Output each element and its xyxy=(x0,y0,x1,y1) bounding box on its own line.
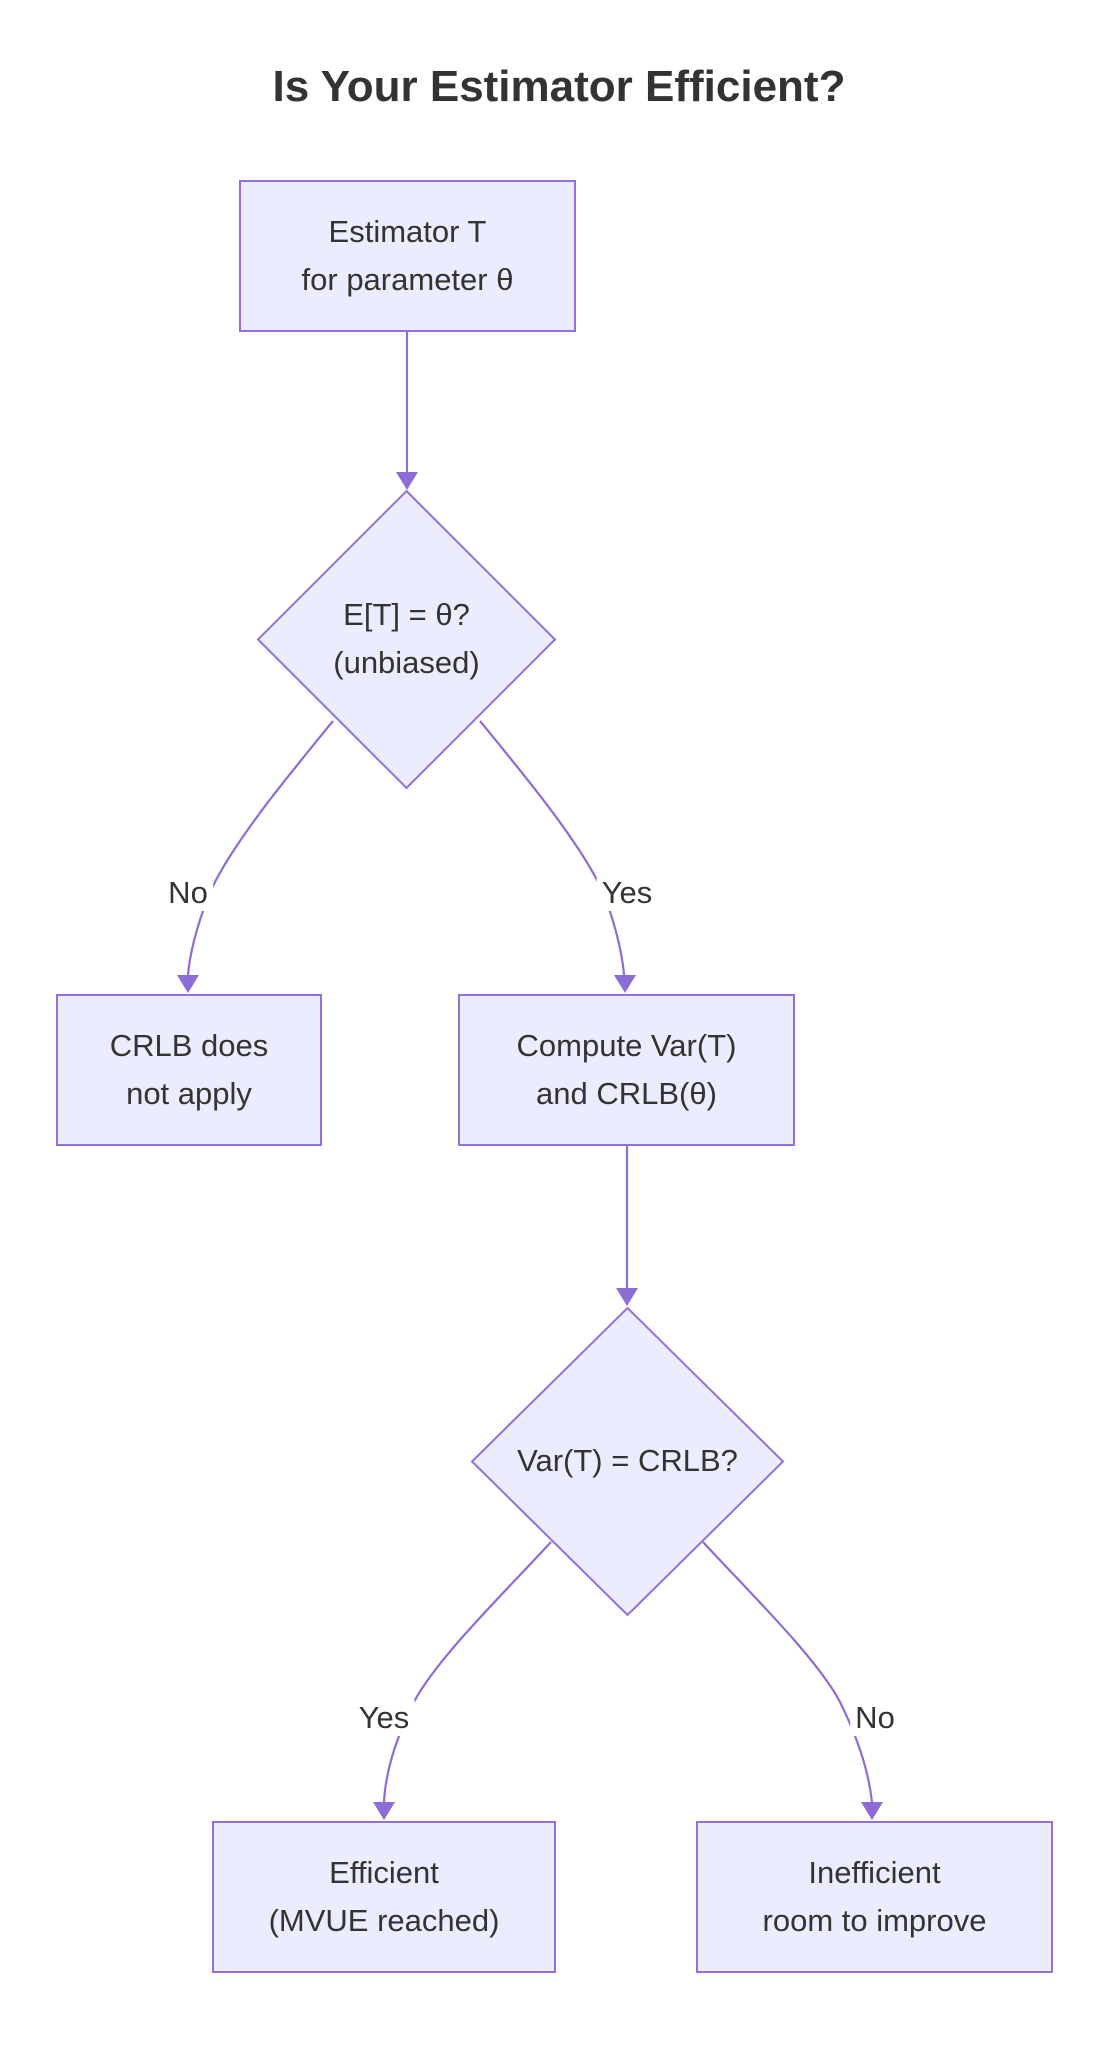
node-inefficient: Inefficient room to improve xyxy=(696,1821,1053,1973)
decision-var-crlb-line1: Var(T) = CRLB? xyxy=(517,1443,738,1478)
diagram-title: Is Your Estimator Efficient? xyxy=(272,62,846,111)
arrowhead-into-compute xyxy=(614,975,636,993)
edge-label-var-yes: Yes xyxy=(353,1700,415,1736)
node-inefficient-line2: room to improve xyxy=(762,1903,987,1938)
decision-diamond-var-crlb xyxy=(470,1306,785,1617)
node-compute-line1: Compute Var(T) xyxy=(516,1028,737,1063)
node-crlb-not-apply-line1: CRLB does xyxy=(109,1028,269,1063)
edge-label-unbiased-yes: Yes xyxy=(596,875,658,911)
arrowhead-into-var-check xyxy=(616,1288,638,1306)
node-crlb-not-apply-line2: not apply xyxy=(126,1076,252,1111)
node-estimator: Estimator T for parameter θ xyxy=(239,180,576,332)
node-compute-line2: and CRLB(θ) xyxy=(536,1076,717,1111)
node-efficient-line1: Efficient xyxy=(329,1855,439,1890)
edge-var-no-to-inefficient xyxy=(702,1541,874,1803)
edge-unbiased-yes-to-compute xyxy=(479,720,626,976)
node-inefficient-line1: Inefficient xyxy=(808,1855,941,1890)
arrowhead-into-crlb-na xyxy=(177,975,199,993)
node-estimator-line1: Estimator T xyxy=(328,214,487,249)
decision-unbiased-line1: E[T] = θ? xyxy=(343,597,470,632)
decision-unbiased-label: E[T] = θ? (unbiased) xyxy=(266,591,547,687)
arrowhead-into-inefficient xyxy=(861,1802,883,1820)
arrowhead-into-efficient xyxy=(373,1802,395,1820)
node-compute-var-crlb: Compute Var(T) and CRLB(θ) xyxy=(458,994,795,1146)
node-crlb-not-apply: CRLB does not apply xyxy=(56,994,322,1146)
edge-label-unbiased-no: No xyxy=(163,875,213,911)
edge-var-yes-to-efficient xyxy=(382,1541,552,1803)
node-efficient: Efficient (MVUE reached) xyxy=(212,1821,556,1973)
arrowhead-into-unbiased xyxy=(396,472,418,490)
decision-diamond-unbiased xyxy=(256,489,557,790)
node-estimator-line2: for parameter θ xyxy=(301,262,514,297)
edge-unbiased-no-to-crlb-na xyxy=(186,720,334,976)
decision-unbiased-line2: (unbiased) xyxy=(333,645,480,680)
decision-var-crlb-label: Var(T) = CRLB? xyxy=(487,1437,768,1485)
edge-label-var-no: No xyxy=(850,1700,900,1736)
node-efficient-line2: (MVUE reached) xyxy=(268,1903,500,1938)
